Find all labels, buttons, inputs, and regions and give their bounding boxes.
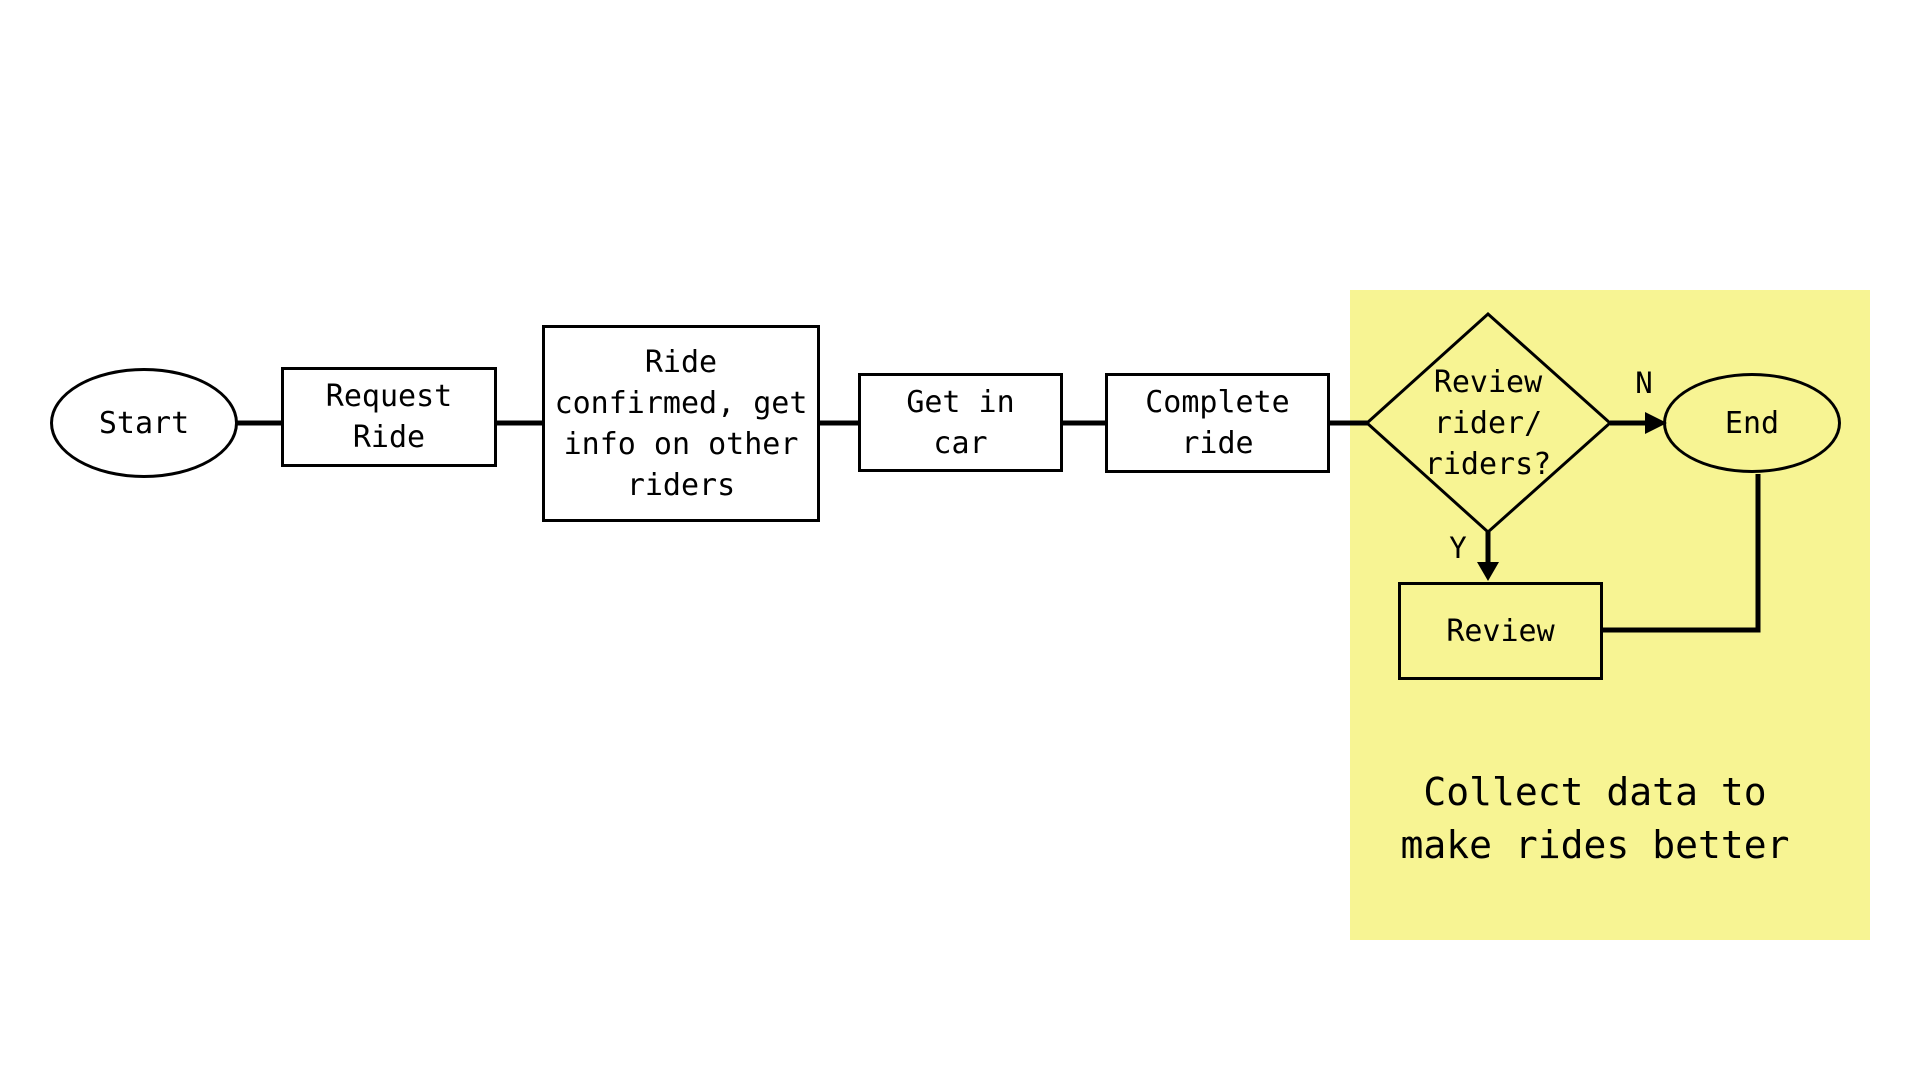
connector-review-to-end bbox=[1603, 474, 1761, 633]
arrowhead-to-end-icon bbox=[1645, 412, 1667, 434]
node-complete-ride-label: Complete ride bbox=[1145, 385, 1290, 461]
node-complete-ride: Complete ride bbox=[1105, 373, 1330, 473]
arrowhead-to-review-icon bbox=[1477, 562, 1499, 581]
node-get-in-car: Get in car bbox=[858, 373, 1063, 472]
node-get-in-car-label: Get in car bbox=[906, 384, 1015, 461]
node-start: Start bbox=[50, 368, 238, 478]
node-review-decision-label: Review rider/ riders? bbox=[1424, 364, 1552, 482]
node-ride-confirmed-label: Ride confirmed, get info on other riders bbox=[554, 344, 808, 503]
node-review: Review bbox=[1398, 582, 1603, 680]
node-end: End bbox=[1663, 373, 1841, 473]
node-start-label: Start bbox=[98, 405, 190, 441]
annotation-text: Collect data to make rides better bbox=[1400, 770, 1790, 867]
node-request-ride-label: Request Ride bbox=[325, 379, 453, 455]
node-ride-confirmed: Ride confirmed, get info on other riders bbox=[542, 325, 820, 522]
node-review-label: Review bbox=[1446, 613, 1555, 649]
edge-label-no: N bbox=[1635, 366, 1653, 400]
node-request-ride: Request Ride bbox=[281, 367, 497, 467]
edge-label-yes: Y bbox=[1449, 531, 1467, 565]
node-end-label: End bbox=[1724, 405, 1780, 441]
node-review-decision: Review rider/ riders? bbox=[1378, 330, 1598, 516]
